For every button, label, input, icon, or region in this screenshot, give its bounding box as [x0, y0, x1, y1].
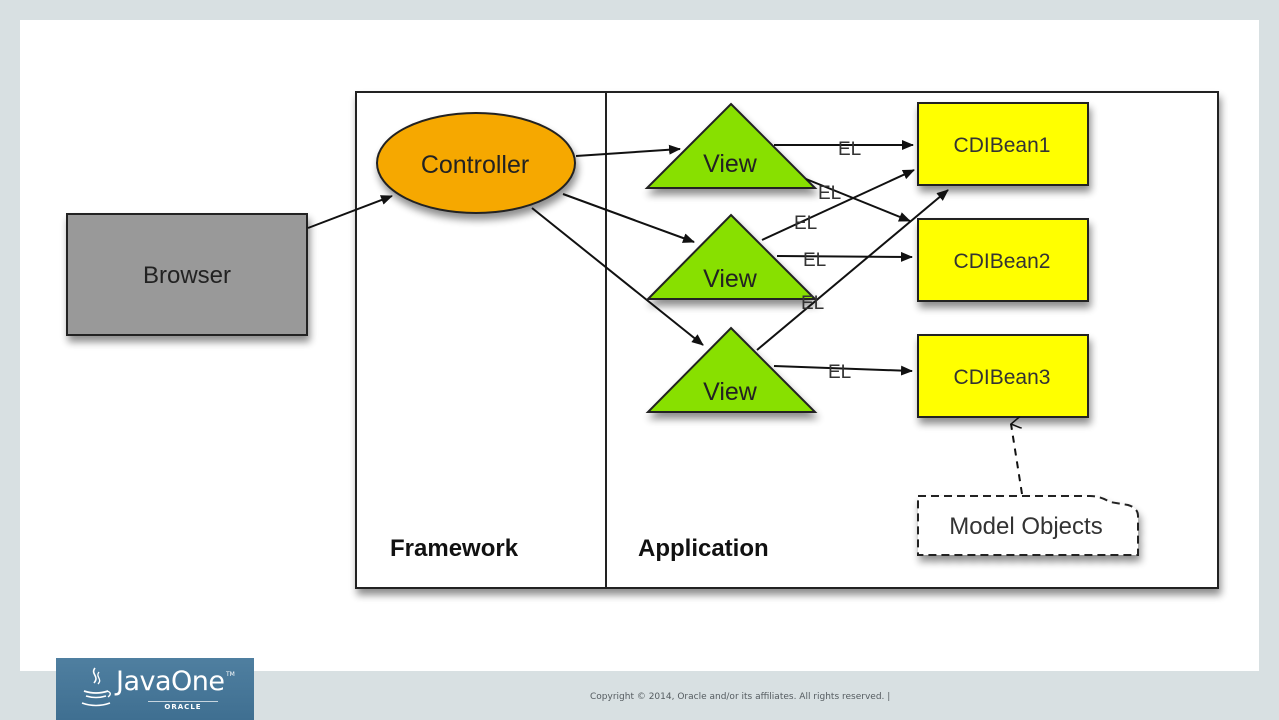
controller-label: Controller [421, 151, 529, 179]
edge-controller-view1 [575, 144, 681, 157]
cdibean-label: CDIBean2 [954, 250, 1051, 273]
browser-label: Browser [143, 262, 231, 289]
model-objects-node: Model Objects [917, 495, 1139, 556]
javaone-logo: JavaOne TM ORACLE [56, 658, 254, 720]
edge-controller-view2 [562, 193, 695, 243]
edge-browser-controller [307, 195, 393, 229]
edge-controller-view3 [531, 207, 704, 346]
application-region-label: Application [638, 535, 769, 562]
cdibean-node-1: CDIBean1 [917, 102, 1089, 186]
edge-label-el: EL [828, 362, 851, 383]
cdibean-node-3: CDIBean3 [917, 334, 1089, 418]
logo-oracle-text: ORACLE [148, 701, 218, 711]
view-node-3: View [645, 326, 818, 413]
edge-view2-bean2 [776, 251, 913, 262]
edge-label-el: EL [803, 250, 826, 271]
edge-label-el: EL [794, 213, 817, 234]
edge-view3-bean3 [773, 365, 913, 376]
logo-brand-text: JavaOne [116, 666, 225, 697]
cdibean-label: CDIBean3 [954, 366, 1051, 389]
view-node-2: View [645, 213, 818, 300]
view-node-1: View [644, 102, 818, 189]
edge-view2-bean1 [761, 169, 915, 241]
model-objects-label: Model Objects [949, 513, 1102, 540]
java-cup-icon [81, 667, 111, 707]
cdibean-node-2: CDIBean2 [917, 218, 1089, 302]
view-label: View [703, 378, 758, 406]
edge-view1-bean2 [805, 178, 911, 222]
logo-trademark: TM [226, 671, 235, 678]
edge-label-el: EL [818, 183, 841, 204]
edge-view3-bean1 [756, 189, 949, 351]
framework-region-label: Framework [390, 535, 519, 562]
controller-node: Controller [376, 112, 576, 214]
cdibean-label: CDIBean1 [954, 134, 1051, 157]
copyright-text: Copyright © 2014, Oracle and/or its affi… [590, 692, 891, 702]
edge-label-el: EL [801, 293, 824, 314]
view-label: View [703, 265, 758, 293]
browser-node: Browser [66, 213, 308, 336]
edge-label-el: EL [838, 139, 861, 160]
view-label: View [703, 150, 758, 178]
